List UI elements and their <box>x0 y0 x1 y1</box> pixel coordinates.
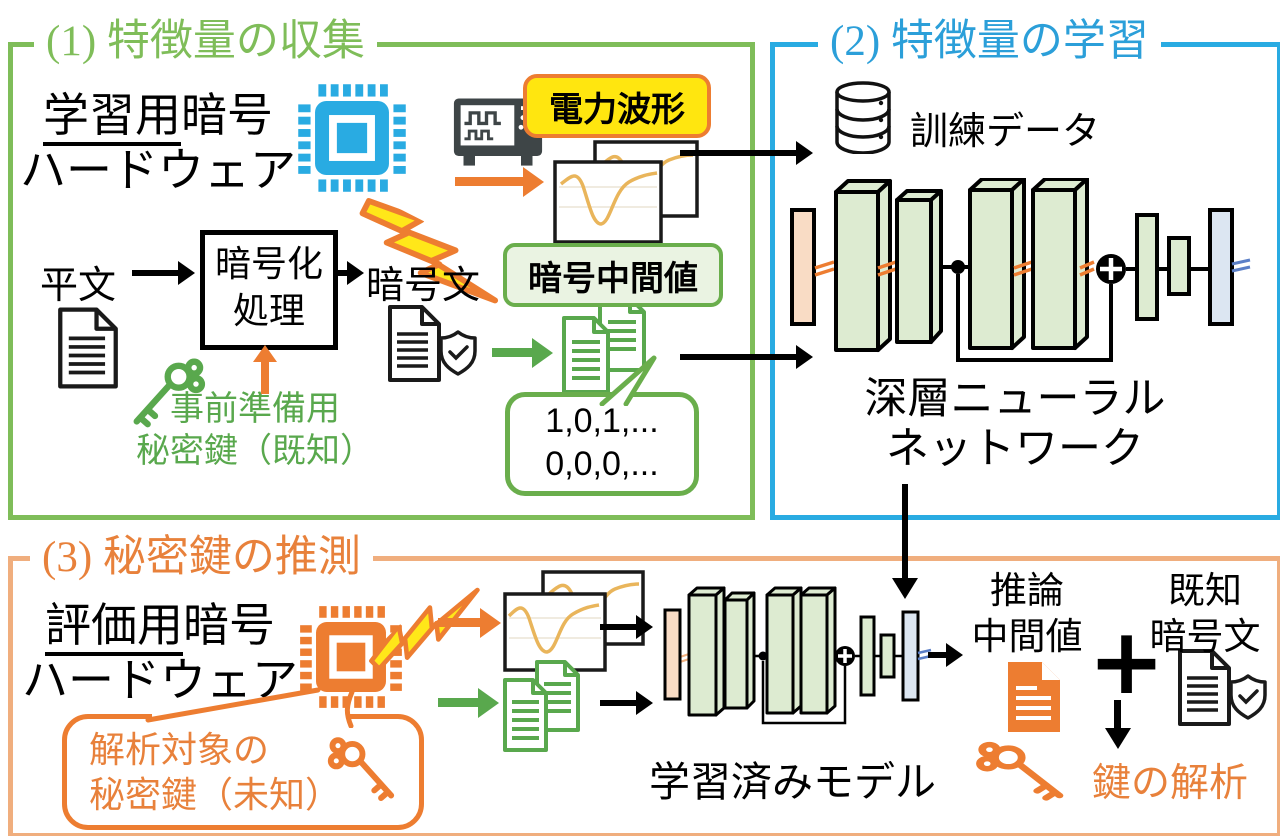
deep-neural-network-graphic <box>790 178 1251 362</box>
prep-key-label: 事前準備用 秘密鍵（既知） <box>136 390 374 470</box>
ciphertext-doc-shield-icon <box>1178 649 1267 726</box>
target-key-bubble: 解析対象の 秘密鍵（未知） <box>62 714 424 830</box>
black-arrow <box>600 624 636 630</box>
power-trace-documents-icon <box>503 570 645 672</box>
black-arrow <box>335 270 347 276</box>
document-icon <box>58 307 118 389</box>
plaintext-label: 平文 <box>40 265 117 307</box>
bits-bubble: 1,0,1,... 0,0,0,... <box>505 392 699 496</box>
encryption-process-box: 暗号化 処理 <box>200 230 338 350</box>
known-ciphertext-label: 既知 暗号文 <box>1149 570 1261 657</box>
section-collect-frame <box>8 42 755 520</box>
section-collect-title: (1) 特徴量の収集 <box>34 16 377 68</box>
key-analysis-label: 鍵の解析 <box>1092 762 1249 805</box>
chip-icon <box>298 84 406 192</box>
section-learn-title: (2) 特徴量の学習 <box>818 16 1161 68</box>
ciphertext-doc-shield-icon <box>388 305 477 382</box>
black-arrow <box>928 652 946 658</box>
power-trace-documents-icon <box>553 140 699 244</box>
black-down-arrow <box>902 484 908 578</box>
binary-documents-icon <box>503 660 580 752</box>
eval-hardware-label: 評価用暗号 ハードウェア <box>22 599 298 706</box>
inferred-doc-icon <box>1008 662 1060 732</box>
train-hardware-label: 学習用暗号 ハードウェア <box>20 89 296 196</box>
section-infer-title: (3) 秘密鍵の推測 <box>30 532 373 584</box>
bubble-gap-mask <box>152 712 346 722</box>
lightning-bolt-icon <box>327 185 532 327</box>
power-waveform-badge: 電力波形 <box>523 74 711 138</box>
bits-bubble-tail <box>599 355 657 406</box>
training-data-label: 訓練データ <box>910 111 1101 153</box>
black-arrow <box>680 354 796 360</box>
known-key-icon <box>133 358 206 428</box>
dnn-label: 深層ニューラル ネットワーク <box>864 375 1166 473</box>
lightning-bolt-icon <box>366 567 490 691</box>
inferred-value-label: 推論 中間値 <box>971 570 1083 657</box>
intermediate-value-badge: 暗号中間値 <box>503 243 723 307</box>
unknown-key-icon <box>327 737 395 801</box>
target-key-bubble-tail <box>145 687 355 728</box>
database-icon <box>835 81 891 154</box>
black-arrow <box>132 270 178 276</box>
black-down-arrow <box>1114 700 1121 728</box>
analysis-key-icon <box>976 741 1064 801</box>
orange-arrow <box>438 618 480 627</box>
plus-sign: + <box>1088 608 1166 715</box>
trained-model-graphic <box>663 586 932 725</box>
section-infer-frame <box>8 556 1280 836</box>
green-arrow <box>492 348 532 357</box>
black-arrow <box>680 150 796 156</box>
orange-up-arrow <box>261 362 269 394</box>
orange-arrow <box>455 177 523 186</box>
black-arrow <box>600 700 636 706</box>
oscilloscope-icon <box>453 98 543 166</box>
binary-documents-icon <box>562 296 646 394</box>
green-arrow <box>438 698 478 707</box>
ciphertext-label: 暗号文 <box>366 265 481 307</box>
trained-model-label: 学習済みモデル <box>649 759 936 805</box>
